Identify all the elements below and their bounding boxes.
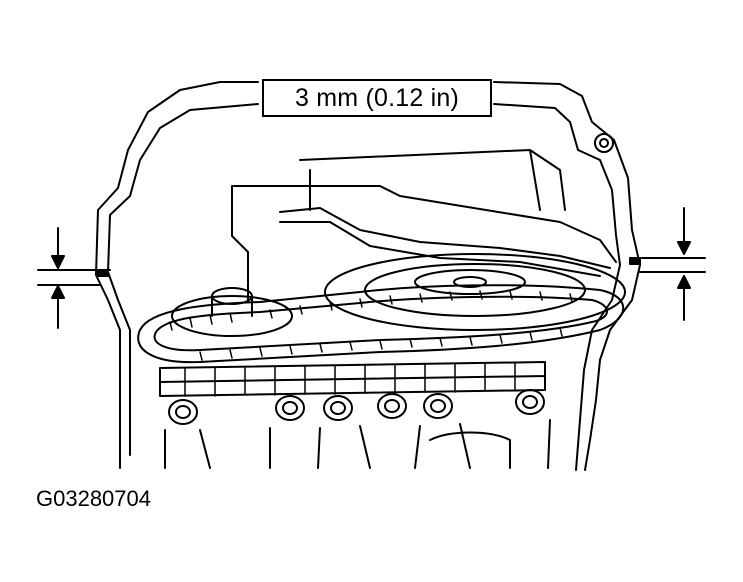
cam-sprocket-inner: [364, 263, 586, 317]
gasket-marker-right: [629, 257, 641, 265]
crank-chain-links: [184, 362, 516, 397]
housing-inner-outline: [107, 103, 621, 471]
housing-outline: [95, 81, 641, 471]
cam-sprocket-center: [453, 276, 487, 288]
chain-guide: [279, 207, 611, 269]
cam-sprocket: [324, 253, 626, 331]
upper-bracket: [231, 149, 617, 301]
left-gap-indicator: [37, 227, 111, 329]
lower-casting: [164, 419, 551, 469]
arrow-up-icon: [677, 275, 691, 289]
cam-sprocket-hub: [414, 269, 526, 295]
mount-hole: [594, 133, 614, 153]
timing-chain-outer: [137, 284, 625, 364]
figure-id: G03280704: [36, 486, 151, 511]
chain-links: [169, 290, 573, 361]
dimension-label: 3 mm (0.12 in): [262, 79, 492, 117]
idler-sprocket: [171, 295, 293, 337]
arrow-down-icon: [51, 255, 65, 269]
arrow-down-icon: [677, 241, 691, 255]
mount-hole-inner: [599, 138, 609, 148]
crank-chain: [159, 361, 546, 397]
bolt-row: [168, 389, 545, 425]
arrow-up-icon: [51, 285, 65, 299]
right-gap-indicator: [639, 207, 706, 321]
chain-guide-lower: [279, 221, 601, 277]
gasket-marker-left: [97, 269, 109, 277]
